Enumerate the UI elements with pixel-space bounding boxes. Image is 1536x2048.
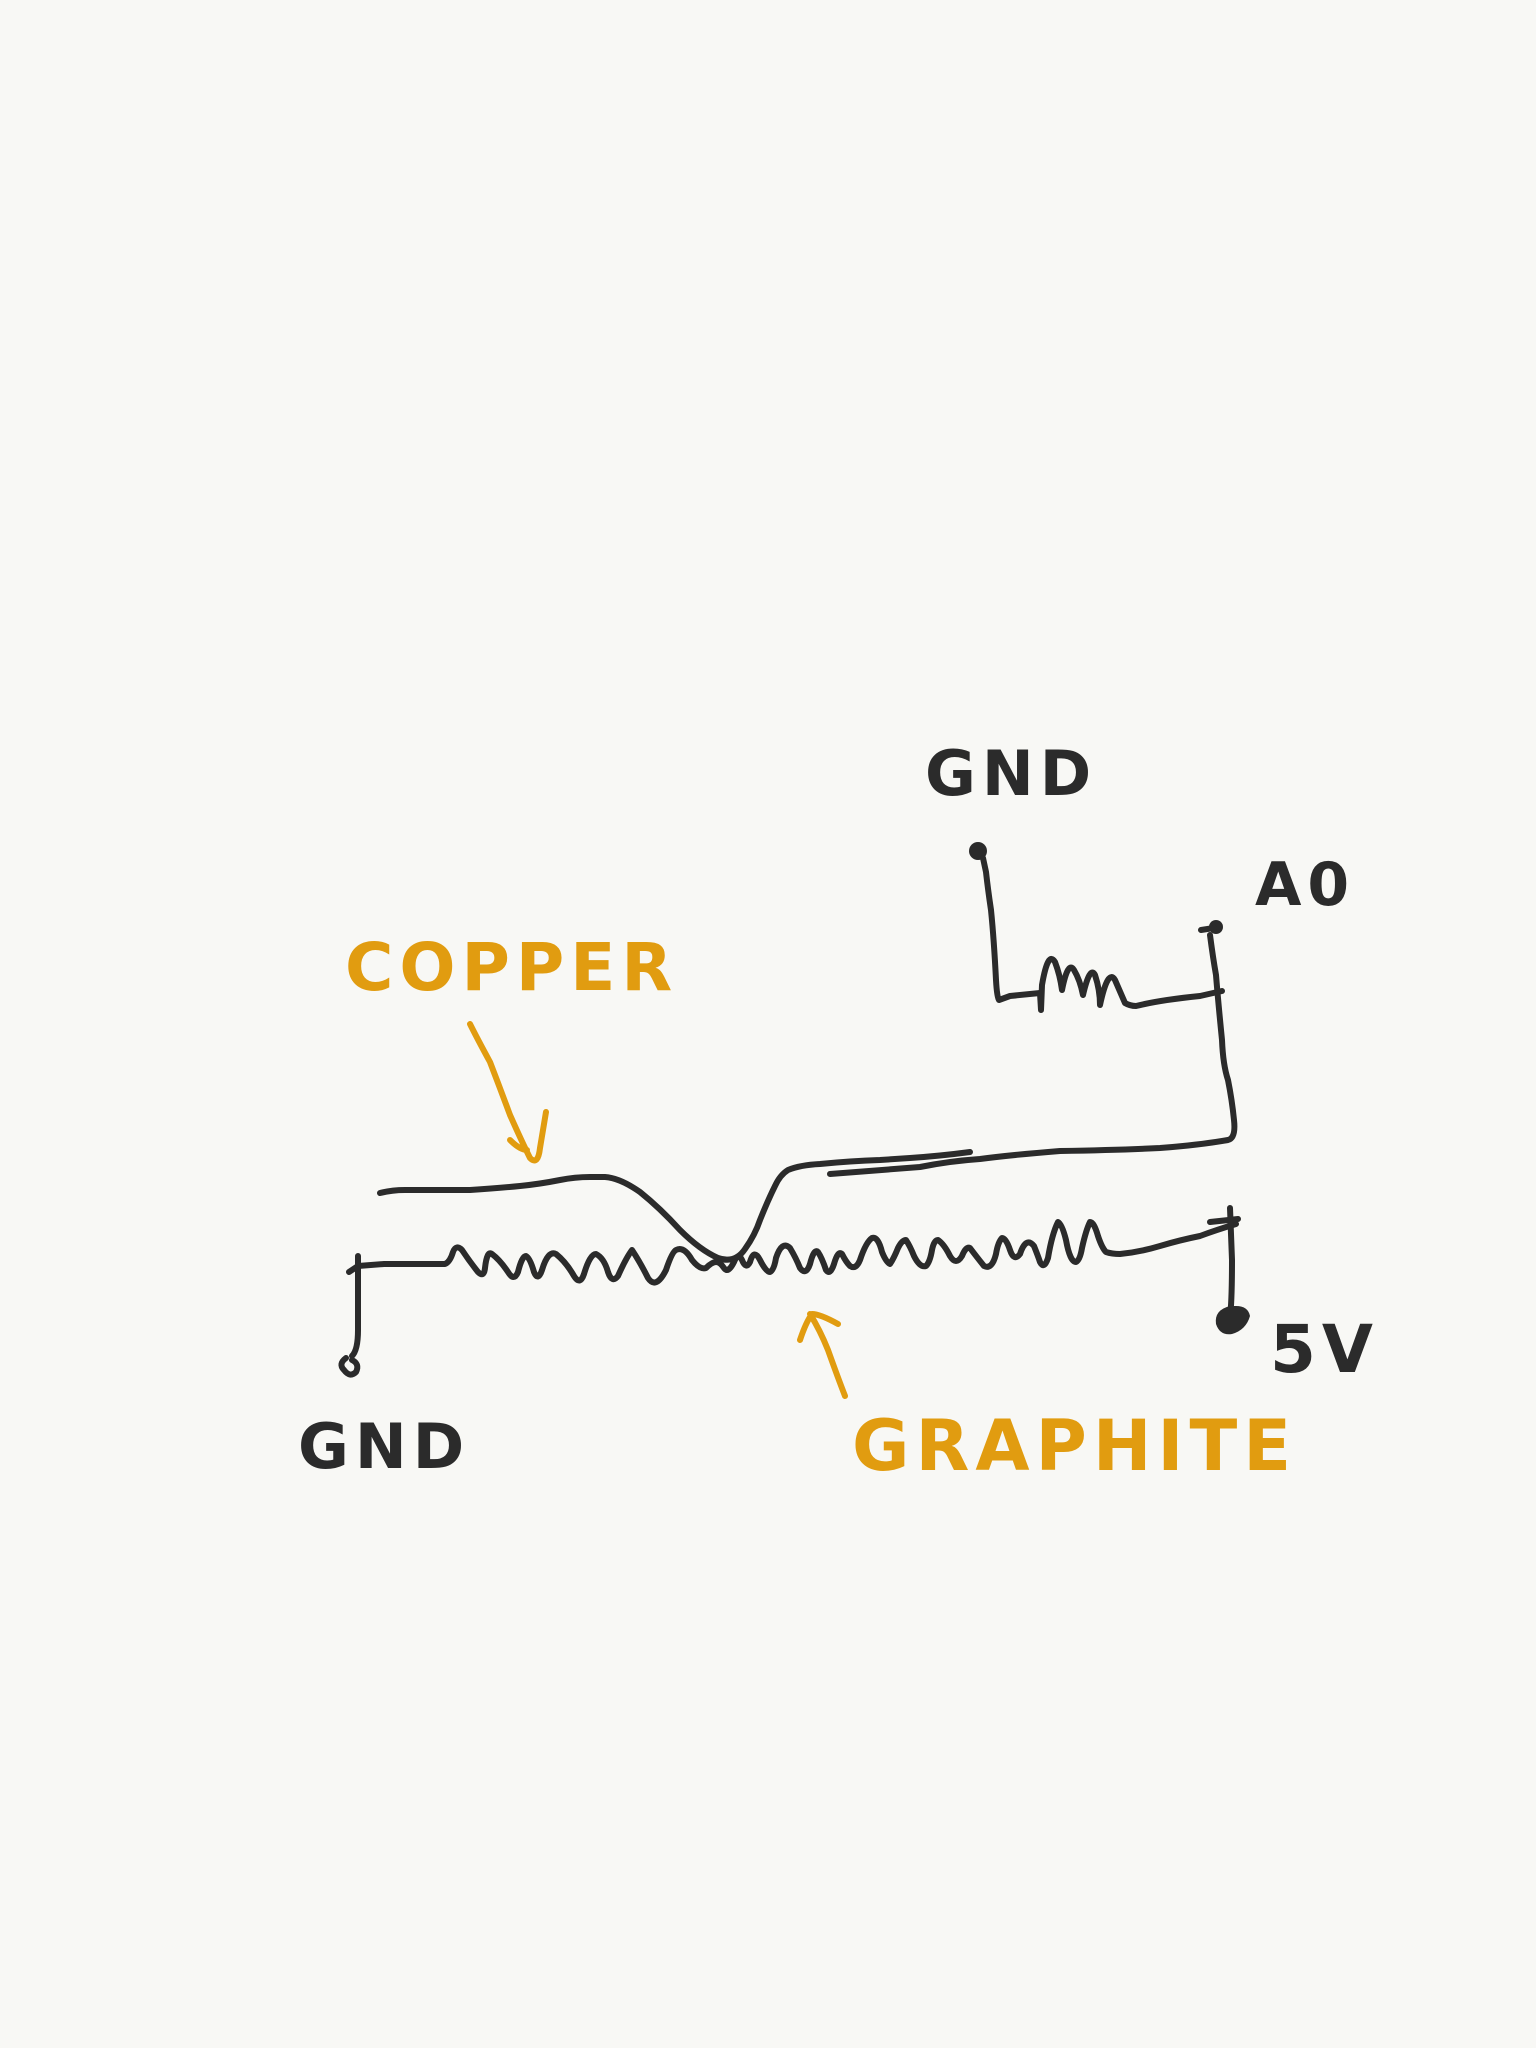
graphite-label: GRAPHITE xyxy=(852,1405,1297,1487)
copper-arrow xyxy=(467,1021,549,1164)
gnd-top-lead xyxy=(980,855,1043,1003)
graphite-resistor xyxy=(346,1219,1239,1286)
a0-label: A0 xyxy=(1255,850,1355,920)
copper-strip xyxy=(377,1149,973,1263)
a0-lead xyxy=(827,925,1238,1177)
copper-label: COPPER xyxy=(345,929,678,1006)
gnd-top-label: GND xyxy=(925,737,1097,810)
gnd-bottom-label: GND xyxy=(298,1410,470,1483)
five-v-terminal xyxy=(1215,1306,1250,1335)
small-resistor xyxy=(1037,955,1225,1013)
gnd-bottom-terminal xyxy=(338,1355,361,1378)
five-v-label: 5V xyxy=(1270,1311,1379,1388)
graphite-left-lead xyxy=(349,1253,361,1359)
graphite-arrow xyxy=(797,1311,848,1399)
